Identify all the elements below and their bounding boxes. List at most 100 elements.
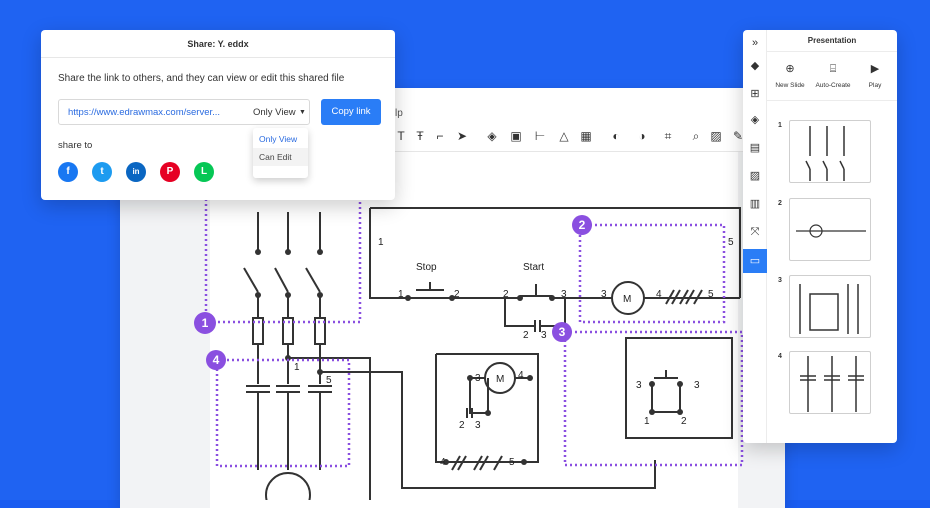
slide-thumbnail[interactable] [789,120,871,183]
motor-label-2: M [496,374,504,385]
warning-icon[interactable]: △ [559,129,569,143]
edit-icon[interactable]: ✎ [732,129,744,143]
node-label: 4 [440,457,446,468]
facebook-icon[interactable]: f [58,162,78,182]
auto-create-label: Auto-Create [815,82,851,89]
node-label: 4 [518,370,524,381]
node-label: 5 [708,289,714,300]
slide-number: 4 [778,353,782,360]
new-slide-label: New Slide [775,82,805,89]
node-label: 2 [459,420,465,431]
divider [767,100,897,101]
callout-box-4 [215,358,351,468]
dropdown-option-can-edit[interactable]: Can Edit [253,148,308,166]
play-button[interactable]: ▶ Play [855,60,895,89]
play-label: Play [868,82,882,89]
presentation-tab-active[interactable] [743,249,767,273]
share-dialog-title: Share: Y. eddx [41,30,395,58]
node-label: 1 [644,416,650,427]
caret-down-icon[interactable]: ▼ [299,109,306,116]
plus-circle-icon: ⊕ [785,63,795,75]
node-label: 3 [561,289,567,300]
document-icon[interactable]: ▤ [749,142,761,154]
callout-label: 2 [579,218,586,232]
callout-box-3 [563,330,744,467]
image-icon[interactable]: ▨ [710,129,722,143]
node-label: 5 [728,237,734,248]
line-icon[interactable]: L [194,162,214,182]
paint-bucket-icon[interactable]: ◐ [612,129,620,143]
node-label: 1 [294,362,300,373]
fit-icon[interactable]: ⤧ [750,226,760,238]
callout-label: 4 [213,353,220,367]
crop-icon[interactable]: ⌗ [664,129,672,143]
callout-badge [572,215,592,235]
group-icon[interactable]: ▣ [510,129,522,143]
permission-select[interactable]: Only View [253,107,296,118]
menu-help[interactable]: lp [395,108,403,119]
node-label: 4 [656,289,662,300]
switch-blade [243,267,259,293]
callout-badge [552,322,572,342]
paint-bucket-icon[interactable]: ◆ [750,60,760,72]
presentation-icon[interactable]: ▭ [749,255,761,267]
slide-thumbnail[interactable] [789,198,871,261]
layers-icon[interactable]: ◈ [750,114,760,126]
presentation-sidebar [743,30,767,443]
node-label: 1 [398,289,404,300]
stop-label: Stop [416,262,437,273]
slide-number: 3 [778,277,782,284]
node-label: 5 [326,375,332,386]
image-icon[interactable]: ▨ [749,170,761,182]
share-link-field[interactable]: https://www.edrawmax.com/server... Only … [58,99,310,125]
node-label: 2 [454,289,460,300]
node-label: 3 [475,373,481,384]
node-label: 3 [601,289,607,300]
slide-thumbnail[interactable] [789,275,871,338]
pointer-icon[interactable]: ➤ [456,129,468,143]
search-icon[interactable]: ⌕ [692,129,700,143]
node-label: 2 [503,289,509,300]
linkedin-icon[interactable]: in [126,162,146,182]
page-icon[interactable]: ▥ [749,198,761,210]
start-label: Start [523,262,544,273]
text-tool-icon[interactable]: T [397,129,405,143]
layers-icon[interactable]: ◈ [487,129,497,143]
motor-label: M [623,294,631,305]
align-icon[interactable]: ⊢ [534,129,546,143]
motor-bottom [265,472,311,500]
slide-number: 1 [778,122,782,129]
node-label: 2 [523,330,529,341]
line-style-icon[interactable]: ◑ [638,129,646,143]
share-link-text[interactable]: https://www.edrawmax.com/server... [68,107,221,118]
connector-icon[interactable]: ⌐ [436,129,444,143]
copy-link-button[interactable]: Copy link [321,99,381,125]
twitter-icon[interactable]: t [92,162,112,182]
switch-blade [274,267,289,293]
node-label: 1 [378,237,384,248]
share-dialog: Share: Y. eddx Share the link to others,… [41,30,395,200]
auto-create-button[interactable]: ⌸ Auto-Create [813,60,853,89]
text-box-icon[interactable]: Ŧ [416,129,424,143]
slide-number: 2 [778,200,782,207]
node-label: 2 [681,416,687,427]
new-slide-button[interactable]: ⊕ New Slide [770,60,810,89]
slide-thumbnail[interactable] [789,351,871,414]
play-icon: ▶ [870,63,880,75]
dropdown-option-only-view[interactable]: Only View [259,134,298,144]
callout-label: 3 [559,325,566,339]
node-label: 3 [636,380,642,391]
collapse-icon[interactable]: » [751,37,759,49]
grid-icon[interactable]: ⊞ [750,88,760,100]
presentation-title: Presentation [767,30,897,52]
node-label: 3 [694,380,700,391]
presentation-panel: » ◆ ⊞ ◈ ▤ ▨ ▥ ⤧ ▭ Presentation ⊕ New Sli… [743,30,897,443]
callout-box-2 [578,223,726,324]
pinterest-icon[interactable]: P [160,162,180,182]
callout-badge [206,350,226,370]
fill-icon[interactable]: ▦ [580,129,592,143]
canvas-margin-left [120,152,210,508]
node-label: 3 [541,330,547,341]
share-description: Share the link to others, and they can v… [58,73,345,84]
